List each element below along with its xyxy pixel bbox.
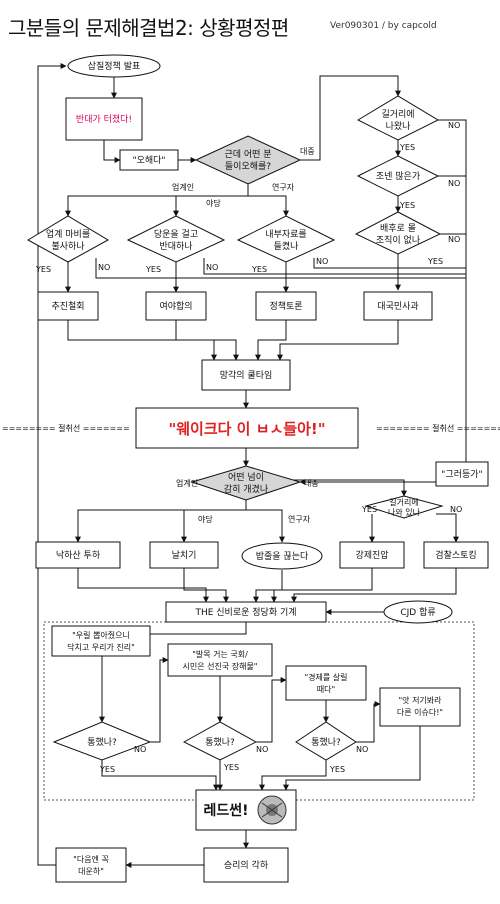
redsun-node: 레드썬! [203, 803, 248, 819]
label-yeongu-1: 연구자 [272, 183, 295, 192]
congress-line1: "발목 거는 국회/ [192, 649, 248, 659]
label-yeongu-2: 연구자 [288, 515, 311, 524]
label-no-6: NO [316, 257, 328, 266]
parachute-node: 낙하산 투하 [56, 550, 101, 561]
label-no-9: NO [256, 745, 268, 754]
party-question-line2: 반대하나 [159, 241, 192, 252]
label-yes-3: YES [427, 257, 443, 266]
prosecute-node: 검찰스토킹 [435, 549, 476, 561]
misunderstanding-node: "오해다" [132, 155, 165, 166]
org-question-line2: 조직이 없나 [376, 235, 420, 246]
label-no-10: NO [356, 745, 368, 754]
machine-node: THE 신비로운 정당화 기계 [194, 606, 296, 618]
label-daejung-2: 대중 [304, 479, 319, 488]
label-no-4: NO [98, 263, 110, 272]
inside-question-line1: 내부자료를 [265, 229, 306, 240]
economy-line1: "경제를 살릴 [304, 672, 347, 682]
label-eopgyein-1: 업계인 [172, 182, 194, 192]
label-no-2: NO [448, 179, 460, 188]
label-yes-9: YES [223, 763, 239, 772]
inside-question-line2: 들켰나 [274, 240, 299, 252]
headline-node: "웨이크다 이 ㅂㅅ들아!" [168, 420, 325, 438]
street-question-line2: 나왔나 [386, 121, 411, 132]
street-question-line1: 길거리에 [381, 109, 414, 120]
label-yes-1: YES [399, 143, 415, 152]
label-daejung-1: 대중 [300, 147, 315, 156]
edge-labels: 대중 NO YES NO YES NO YES 업계인 야당 연구자 YES N… [35, 121, 462, 774]
next-time-line2: 대운하" [78, 866, 104, 876]
street2-question-line2: 나와 있나 [388, 507, 421, 517]
start-node: 삽질정책 발표 [88, 60, 141, 72]
snatch-node: 날치기 [172, 549, 197, 561]
label-yes-4: YES [35, 265, 51, 274]
label-yes-5: YES [145, 265, 161, 274]
biz-question-line2: 불사하나 [51, 241, 84, 252]
who2-question-line2: 감히 개겼나 [224, 483, 268, 495]
whatever-node: "그러등가" [441, 469, 482, 480]
congress-line2: 시민은 선진국 장해물" [182, 661, 257, 671]
pointing-hand-icon [257, 795, 287, 825]
street2-question-line1: 길거리에 [389, 498, 418, 507]
blame-line1: "우릴 뽑아줬으니 [72, 630, 130, 640]
party-question-line1: 당운을 걸고 [154, 229, 198, 240]
divider-left: ======== 절취선 ======= [2, 424, 130, 433]
divider-right: ======== 절취선 ======= [376, 424, 500, 433]
apology-node: 대국민사과 [377, 301, 418, 312]
cjd-node: CJD 합류 [400, 607, 435, 618]
label-yes-2: YES [399, 201, 415, 210]
next-time-line1: "다음엔 꼭 [73, 854, 109, 864]
label-yes-8: YES [99, 765, 115, 774]
worked-question-3: 통했나? [311, 736, 341, 748]
worked-question-1: 통했나? [87, 736, 117, 748]
opposition-node: 반대가 터졌다! [76, 113, 132, 125]
debate-node: 정책토론 [269, 300, 302, 312]
other-issue-line1: "앗 저기봐라 [398, 695, 442, 705]
push-node: 추진철회 [51, 301, 84, 312]
label-no-1: NO [448, 121, 460, 130]
blame-line2: 닥치고 우리가 진리" [67, 642, 135, 652]
label-yes-7: YES [361, 505, 377, 514]
who-question-line1: 근데 어떤 분 [224, 149, 271, 160]
who-question-line2: 들이오해를? [225, 161, 271, 172]
label-eopgyein-2: 업계인 [176, 478, 198, 488]
label-ya-2: 야당 [198, 514, 213, 524]
economy-line2: 때다" [317, 684, 335, 694]
other-issue-line2: 다른 이슈다!" [397, 707, 443, 717]
worked-question-2: 통했나? [205, 736, 235, 748]
label-ya-1: 야당 [206, 198, 221, 208]
biz-question-line1: 업계 마비를 [46, 228, 90, 240]
version-credit: Ver090301 / by capcold [330, 21, 437, 31]
label-no-7: NO [450, 505, 462, 514]
label-no-3: NO [448, 235, 460, 244]
cutline-node: 밥줄을 끊는다 [256, 551, 309, 562]
who2-question-line1: 어떤 넘이 [228, 472, 264, 483]
page-title: 그분들의 문제해결법2: 상황평정편 [8, 16, 289, 40]
agree-node: 여야합의 [159, 300, 192, 312]
label-no-5: NO [206, 263, 218, 272]
many-question: 조넨 많은가 [376, 171, 420, 182]
label-no-8: NO [134, 745, 146, 754]
label-yes-6: YES [251, 265, 267, 274]
label-yes-10: YES [329, 765, 345, 774]
suppress-node: 강제진압 [355, 549, 388, 561]
victory-node: 승리의 각하 [224, 859, 269, 871]
forget-node: 망각의 쿨타임 [220, 369, 273, 381]
org-question-line1: 배후로 몰 [380, 223, 416, 234]
